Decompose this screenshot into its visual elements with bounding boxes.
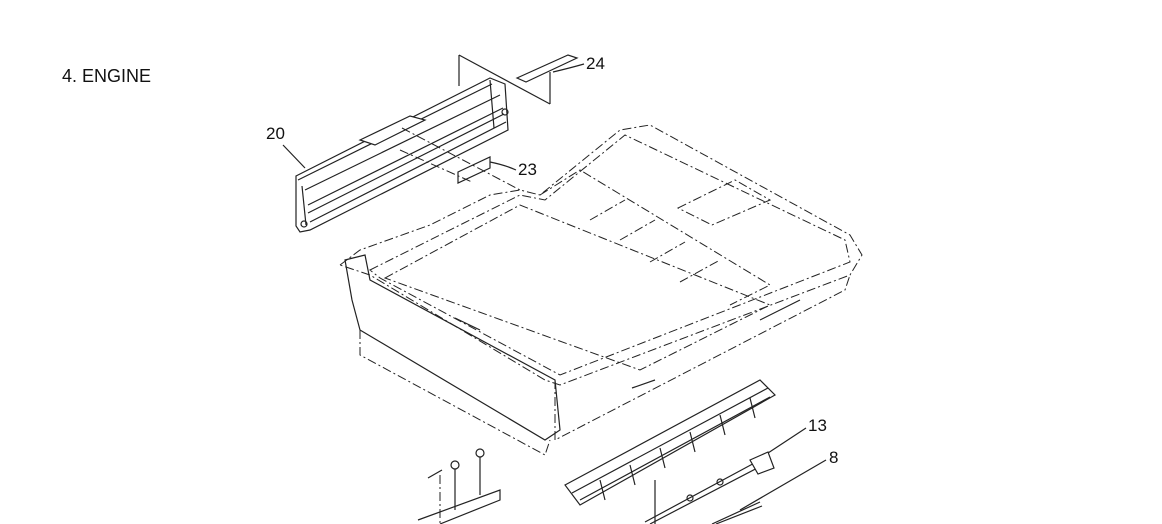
callout-8: 8 — [829, 448, 839, 467]
leader-lines — [282, 63, 827, 511]
part-23-label — [399, 127, 521, 191]
engine-body — [338, 124, 863, 456]
part-8-shaft — [711, 501, 763, 524]
section-title: 4. ENGINE — [62, 66, 152, 86]
part-13-roller — [644, 451, 775, 524]
callout-20: 20 — [266, 124, 285, 143]
part-20-scanner-unit — [295, 77, 509, 233]
screws — [417, 448, 501, 524]
paper-guide-assembly — [564, 379, 776, 524]
callout-13: 13 — [808, 416, 827, 435]
part-24-sheet — [458, 54, 579, 105]
callout-23: 23 — [518, 160, 537, 179]
callout-24: 24 — [586, 54, 605, 73]
